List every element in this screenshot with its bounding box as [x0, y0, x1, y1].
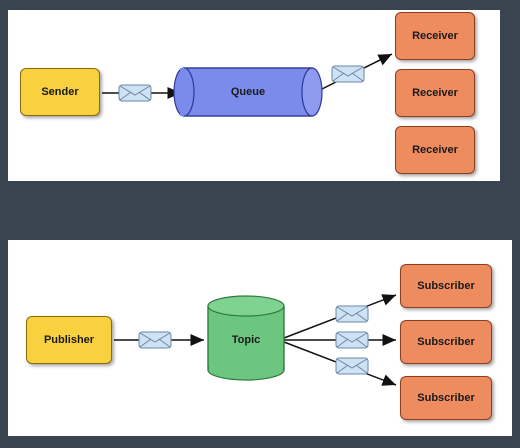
receiver-label: Receiver: [412, 87, 458, 99]
envelope-icon: [331, 65, 365, 83]
publisher-label: Publisher: [43, 334, 95, 346]
subscriber-node: Subscriber: [400, 376, 492, 420]
topic-cylinder: [207, 295, 285, 381]
envelope-icon: [335, 357, 369, 375]
receiver-node: Receiver: [395, 12, 475, 60]
envelope-icon: [138, 331, 172, 349]
publisher-node: Publisher: [26, 316, 112, 364]
subscriber-node: Subscriber: [400, 320, 492, 364]
sender-label: Sender: [41, 86, 79, 98]
subscriber-node: Subscriber: [400, 264, 492, 308]
queue-cylinder: [173, 67, 323, 117]
subscriber-label: Subscriber: [417, 392, 475, 404]
topic-diagram-panel: Publisher Topic Subscriber Subscriber Su…: [8, 240, 512, 436]
receiver-label: Receiver: [412, 144, 458, 156]
receiver-node: Receiver: [395, 126, 475, 174]
envelope-icon: [335, 331, 369, 349]
topic-diagram-connectors: [114, 294, 397, 386]
queue-diagram-connectors: [102, 53, 393, 117]
subscriber-label: Subscriber: [417, 280, 475, 292]
sender-node: Sender: [20, 68, 100, 116]
envelope-icon: [335, 305, 369, 323]
receiver-label: Receiver: [412, 30, 458, 42]
envelope-icon: [118, 84, 152, 102]
subscriber-label: Subscriber: [417, 336, 475, 348]
queue-diagram-panel: Sender Queue Receiver Receiver Receiver: [8, 10, 500, 181]
receiver-node: Receiver: [395, 69, 475, 117]
